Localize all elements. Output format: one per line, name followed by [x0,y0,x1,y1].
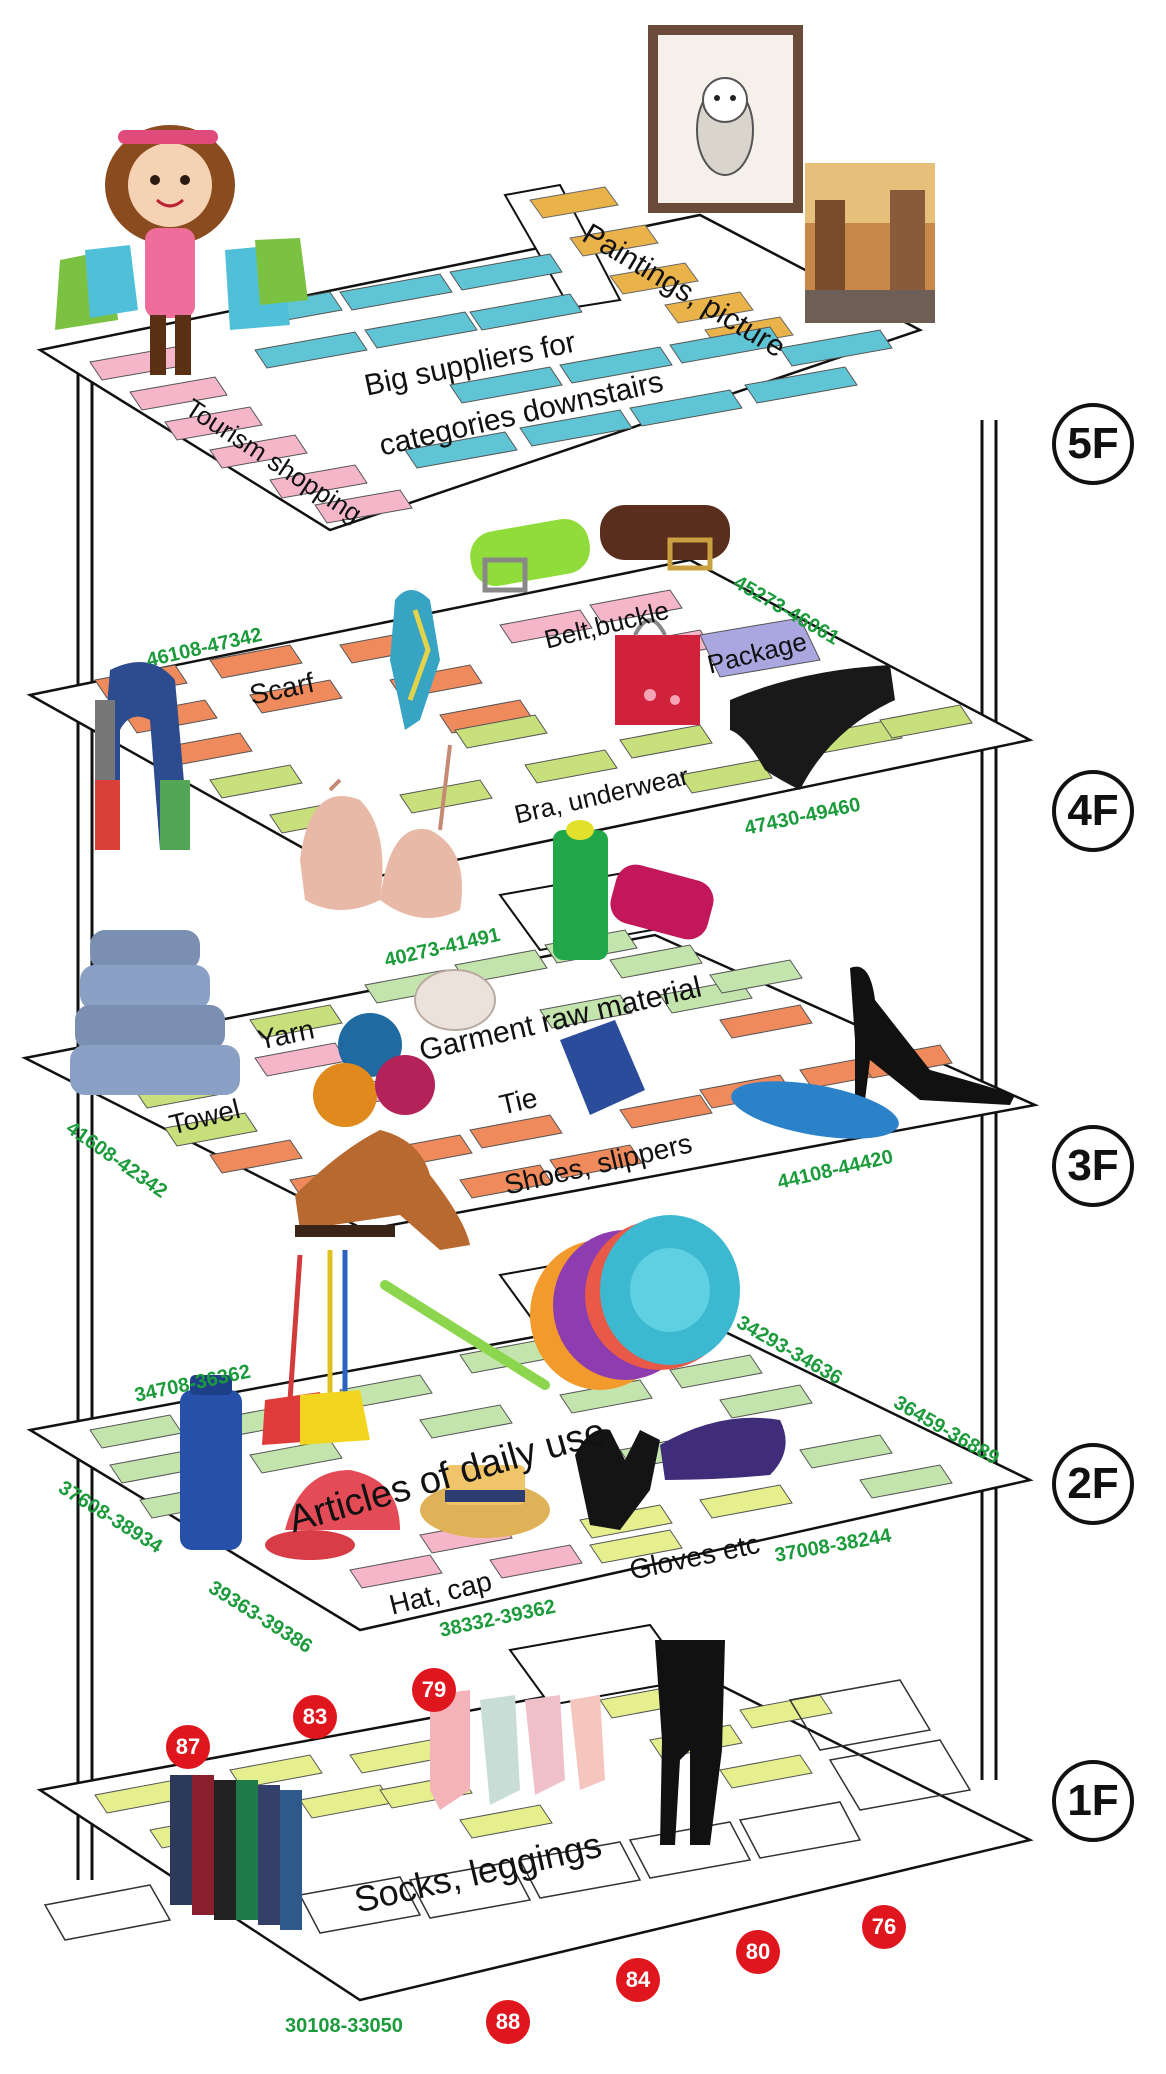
floor-marker-1f: 1F [1052,1760,1134,1842]
floor-marker-4f: 4F [1052,770,1134,852]
street-painting-icon [805,163,935,323]
towel-stack-icon [70,930,240,1095]
silk-scarf-icon [390,590,440,730]
bra-icon [300,744,462,918]
plate-5f [36,183,924,532]
toothbrush-icon [380,1280,550,1390]
shop-number-badge: 84 [616,1958,660,2002]
scarf-icon [95,662,190,850]
plates-icon [530,1215,740,1390]
high-heel-icon [850,966,1015,1105]
shopper-girl-icon [55,125,308,375]
green-belt-icon [470,518,590,593]
panties-icon [730,665,895,790]
floor-marker-3f: 3F [1052,1125,1134,1207]
yarn-balls-icon [313,1013,435,1127]
tie-icon [560,1020,645,1115]
water-bottle-icon [180,1375,242,1550]
code-range: 30108-33050 [285,2015,403,2037]
gift-bag-icon [615,618,700,725]
floor-marker-5f: 5F [1052,403,1134,485]
floor-marker-2f: 2F [1052,1443,1134,1525]
shop-number-badge: 76 [862,1905,906,1949]
leather-shoe-icon [295,1130,470,1250]
shop-number-badge: 79 [412,1668,456,1712]
gloves-icon [575,1429,660,1530]
shop-number-badge: 88 [486,2000,530,2044]
plate-3f [21,868,1040,1232]
shop-number-badge: 87 [166,1725,210,1769]
thread-spool-icon [553,820,714,960]
flip-flop-icon [731,1081,899,1139]
socks-icon [170,1775,302,1930]
straw-hat-icon [420,1465,550,1538]
brown-belt-icon [600,505,730,571]
brooms-icon [262,1250,370,1445]
shop-number-badge: 80 [736,1930,780,1974]
ankle-socks-icon [430,1690,605,1810]
owl-painting-icon [648,25,803,213]
sleep-mask-icon [660,1417,786,1480]
leggings-icon [655,1640,725,1845]
lace-icon [414,969,496,1031]
shop-number-badge: 83 [293,1695,337,1739]
baseball-cap-icon [265,1470,400,1560]
